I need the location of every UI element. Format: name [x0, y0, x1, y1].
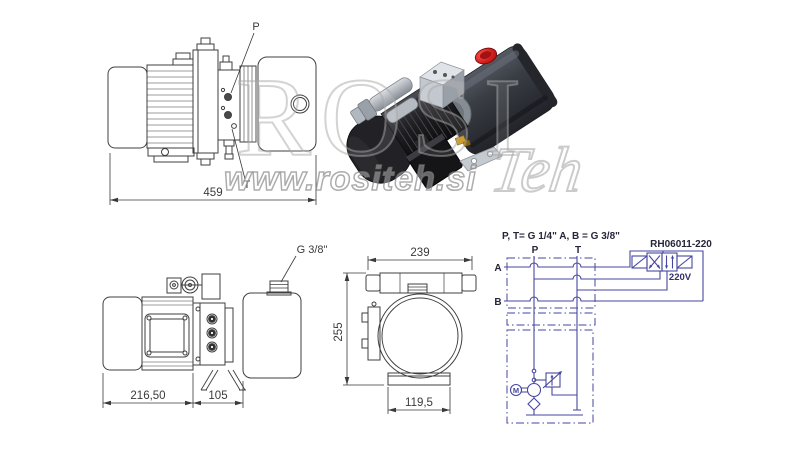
port-p-label: P [252, 21, 259, 33]
front-view-drawing: 239 255 119,5 [333, 247, 477, 414]
directional-valve-symbol [631, 252, 693, 272]
port-t-label: T [244, 179, 251, 191]
solenoid-valve-3d [350, 77, 419, 125]
terminal-box-3d [405, 133, 463, 189]
manifold-boundary-boxes [506, 257, 596, 424]
valve-block-3d [419, 61, 465, 109]
side-view-drawing: P T 459 [107, 21, 317, 205]
mounting-legs-top [200, 369, 246, 391]
pump-manifold-top [192, 302, 234, 366]
leader-line-t [231, 128, 246, 180]
ports-note: P, T= G 1/4" A, B = G 3/8" [502, 231, 620, 242]
schematic-label-t: T [575, 245, 581, 256]
dim-length-value: 459 [203, 187, 222, 199]
tank-outline [239, 56, 317, 152]
dim-width-value: 239 [410, 247, 429, 259]
line-port-b [504, 296, 703, 302]
mounting-bracket-3d [459, 146, 503, 172]
leader-line-filler [280, 255, 297, 283]
dim-pump-value: 105 [208, 390, 227, 402]
line-port-a [504, 250, 704, 301]
motor-symbol-letter: M [513, 386, 519, 395]
top-view-drawing: G 3/8" 216,50 105 [102, 244, 328, 408]
pump-block-outline [192, 37, 219, 166]
relief-valve-symbol [534, 371, 577, 396]
relief-valve-top [166, 273, 221, 300]
dim-base-value: 119,5 [405, 397, 433, 409]
filler-cap-red [474, 47, 498, 65]
brass-fitting-3d [454, 135, 471, 147]
dim-height-value: 255 [333, 322, 345, 341]
hydraulic-schematic: P, T= G 1/4" A, B = G 3/8" RH06011-220 2… [494, 231, 712, 424]
dim-extension-lines [109, 153, 317, 205]
schematic-label-b: B [494, 297, 501, 308]
valve-model-label: RH06011-220 [650, 239, 712, 250]
motor-outline-top [102, 296, 194, 371]
filler-port-label: G 3/8" [297, 244, 328, 256]
dim-ext-height [343, 272, 384, 386]
schematic-label-p: P [532, 245, 539, 256]
tank-outline-top [242, 280, 302, 379]
valve-block-outline [217, 55, 241, 160]
valve-edge-front [361, 301, 381, 361]
motor-outline [107, 52, 195, 163]
leader-line-p [230, 32, 255, 94]
hydraulic-ports [206, 313, 218, 353]
suction-filter-symbol [526, 396, 583, 416]
power-pack-3d-render [346, 43, 558, 189]
base-front [387, 372, 451, 386]
line-t-vertical [573, 256, 581, 411]
tank-outline-front [365, 272, 477, 294]
dim-motor-value: 216,50 [130, 390, 165, 402]
valve-voltage-label: 220V [669, 272, 692, 283]
line-port-p-feed [534, 271, 661, 280]
line-port-t-feed [577, 271, 668, 291]
motor-face-front [377, 293, 463, 379]
schematic-label-a: A [494, 263, 501, 274]
